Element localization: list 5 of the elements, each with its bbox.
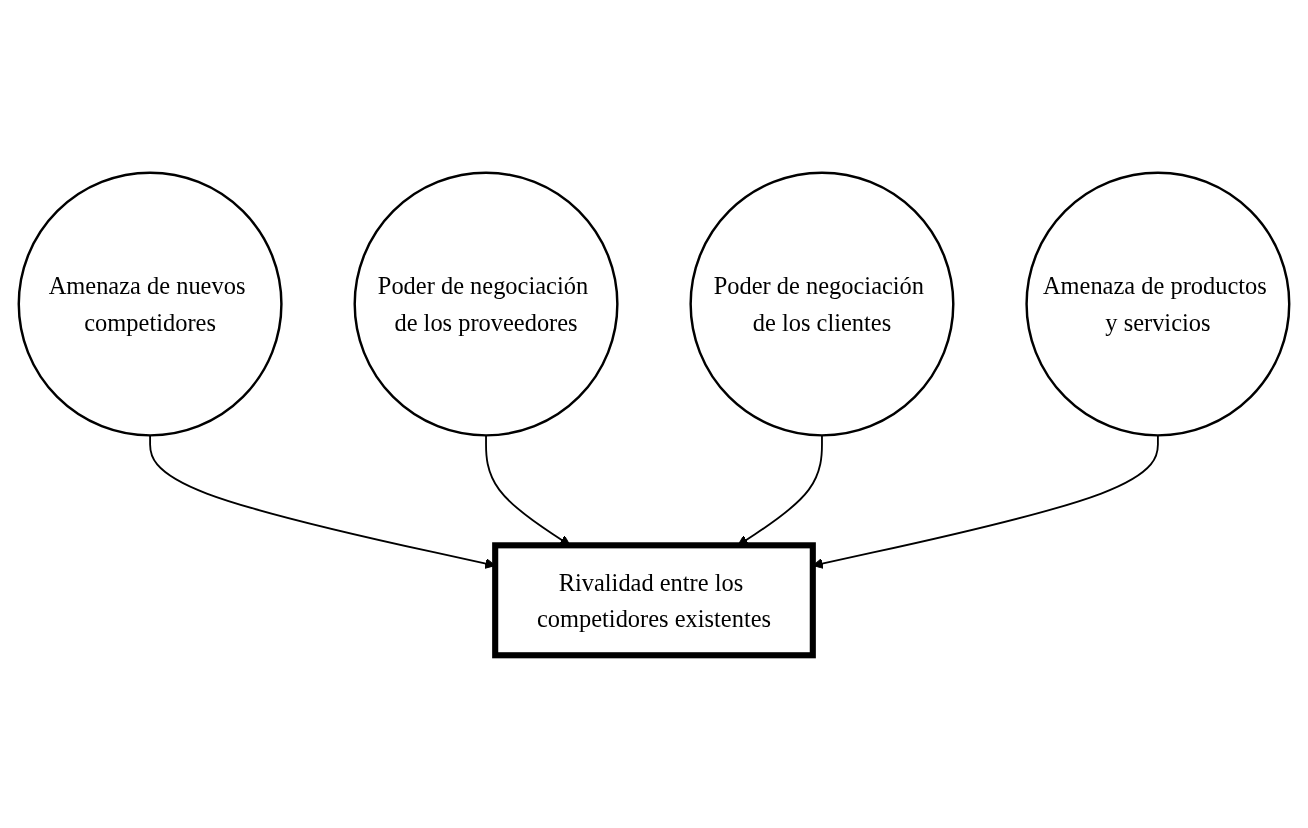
node-box: Rivalidad entre los competidores existentes [492, 542, 816, 659]
node-circle: Amenaza de productos y servicios [1025, 171, 1291, 437]
node-circle: Amenaza de nuevos competidores [17, 171, 283, 437]
node-circle: Poder de negociación de los proveedores [353, 171, 619, 437]
node-circle: Poder de negociación de los clientes [689, 171, 955, 437]
